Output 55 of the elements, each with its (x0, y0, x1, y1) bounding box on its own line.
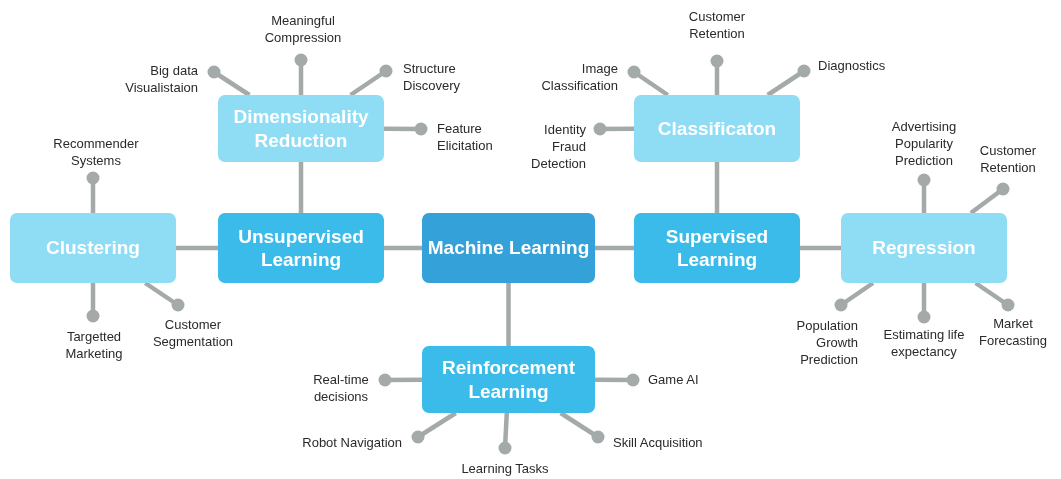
topic-label: Customer Retention (672, 9, 762, 43)
leader-line (917, 173, 931, 213)
leader-line (969, 182, 1010, 215)
topic-box: Unsupervised Learning (218, 213, 384, 283)
topic-label: Customer Retention (970, 143, 1046, 177)
leader-line (411, 411, 457, 444)
leader-line (766, 64, 811, 97)
topic-label: Game AI (648, 372, 718, 389)
topic-box: Reinforcement Learning (422, 346, 595, 413)
connector-line (298, 162, 304, 213)
topic-box: Classificaton (634, 95, 800, 162)
topic-label: Meaningful Compression (253, 13, 353, 47)
leader-line (86, 283, 100, 323)
leader-line (974, 281, 1015, 312)
leader-line (86, 171, 100, 213)
leader-line (595, 373, 640, 387)
topic-label: Feature Elicitation (437, 121, 517, 155)
leader-line (559, 411, 605, 444)
topic-label: Image Classification (518, 61, 618, 95)
topic-label: Structure Discovery (403, 61, 488, 95)
topic-label: Recommender Systems (41, 136, 151, 170)
topic-box: Regression (841, 213, 1007, 283)
topic-label: Advertising Popularity Prediction (884, 119, 964, 170)
topic-label: Population Growth Prediction (778, 318, 858, 369)
topic-label: Diagnostics (818, 58, 908, 75)
leader-line (207, 65, 251, 97)
connector-line (714, 162, 720, 213)
connector-line (595, 245, 634, 251)
topic-label: Big data Visualistaion (110, 63, 198, 97)
leader-line (593, 122, 634, 136)
topic-box: Clustering (10, 213, 176, 283)
topic-label: Customer Segmentation (143, 317, 243, 351)
topic-box: Dimensionality Reduction (218, 95, 384, 162)
leader-line (294, 53, 308, 95)
topic-label: Learning Tasks (450, 461, 560, 478)
leader-line (349, 64, 393, 97)
topic-box: Supervised Learning (634, 213, 800, 283)
leader-line (834, 281, 875, 312)
leader-line (378, 373, 422, 387)
topic-label: Targetted Marketing (49, 329, 139, 363)
leader-line (710, 54, 724, 95)
leader-line (384, 122, 428, 136)
leader-line (627, 65, 670, 97)
topic-label: Robot Navigation (272, 435, 402, 452)
connector-line (384, 245, 422, 251)
leader-line (917, 283, 931, 324)
connector-line (176, 245, 218, 251)
leader-line (498, 412, 512, 455)
topic-label: Skill Acquisition (613, 435, 743, 452)
topic-box: Machine Learning (422, 213, 595, 283)
connector-line (506, 283, 511, 346)
topic-label: Identity Fraud Detection (522, 122, 586, 173)
leader-line (143, 281, 185, 312)
connector-line (800, 245, 841, 251)
topic-label: Real-time decisions (306, 372, 376, 406)
